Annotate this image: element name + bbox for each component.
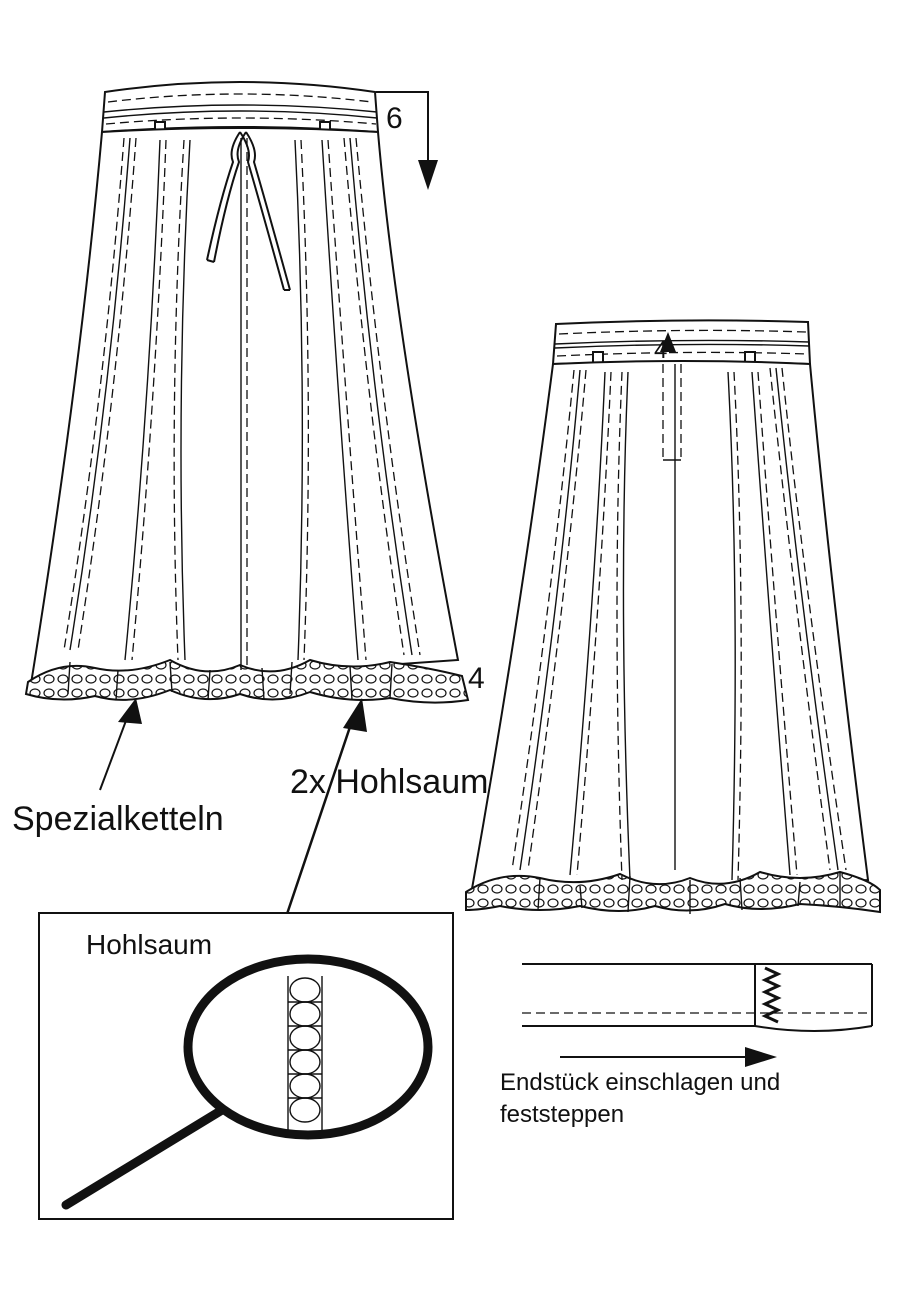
marker-back-number: 4 [654, 337, 667, 364]
back-zipper-marker: 4 [654, 332, 676, 364]
back-hem-ruffle [465, 870, 881, 914]
direction-arrow [560, 1047, 777, 1067]
front-skirt: 6 4 [24, 81, 485, 940]
back-skirt-body [468, 360, 870, 902]
front-skirt-body [28, 127, 460, 692]
back-skirt: 4 [465, 319, 881, 914]
end-piece-label-line2: feststeppen [500, 1101, 624, 1128]
hemstitch-chain [287, 976, 323, 1130]
special-seam-pointer [99, 698, 142, 791]
back-panel-seams [511, 364, 847, 881]
magnifier-icon [61, 954, 433, 1210]
front-waistband [100, 81, 380, 134]
marker-top-number: 6 [386, 102, 403, 135]
detail-title: Hohlsaum [86, 929, 212, 960]
end-piece-label-line1: Endstück einschlagen und [500, 1069, 780, 1096]
front-hem-ruffle [24, 658, 470, 704]
front-panel-seams [63, 137, 421, 670]
back-waistband [551, 319, 812, 366]
double-hemstitch-label: 2x Hohlsaum [290, 763, 488, 801]
front-drawstring [206, 131, 291, 291]
band-end-detail: Endstück einschlagen und feststeppen [500, 963, 873, 1128]
special-seam-label: Spezialketteln [12, 800, 224, 838]
waistband-width-marker: 6 [376, 91, 438, 190]
hemstitch-pointer [272, 698, 367, 940]
marker-hem-number: 4 [468, 662, 485, 695]
hemstitch-detail-box: Hohlsaum [38, 912, 454, 1220]
